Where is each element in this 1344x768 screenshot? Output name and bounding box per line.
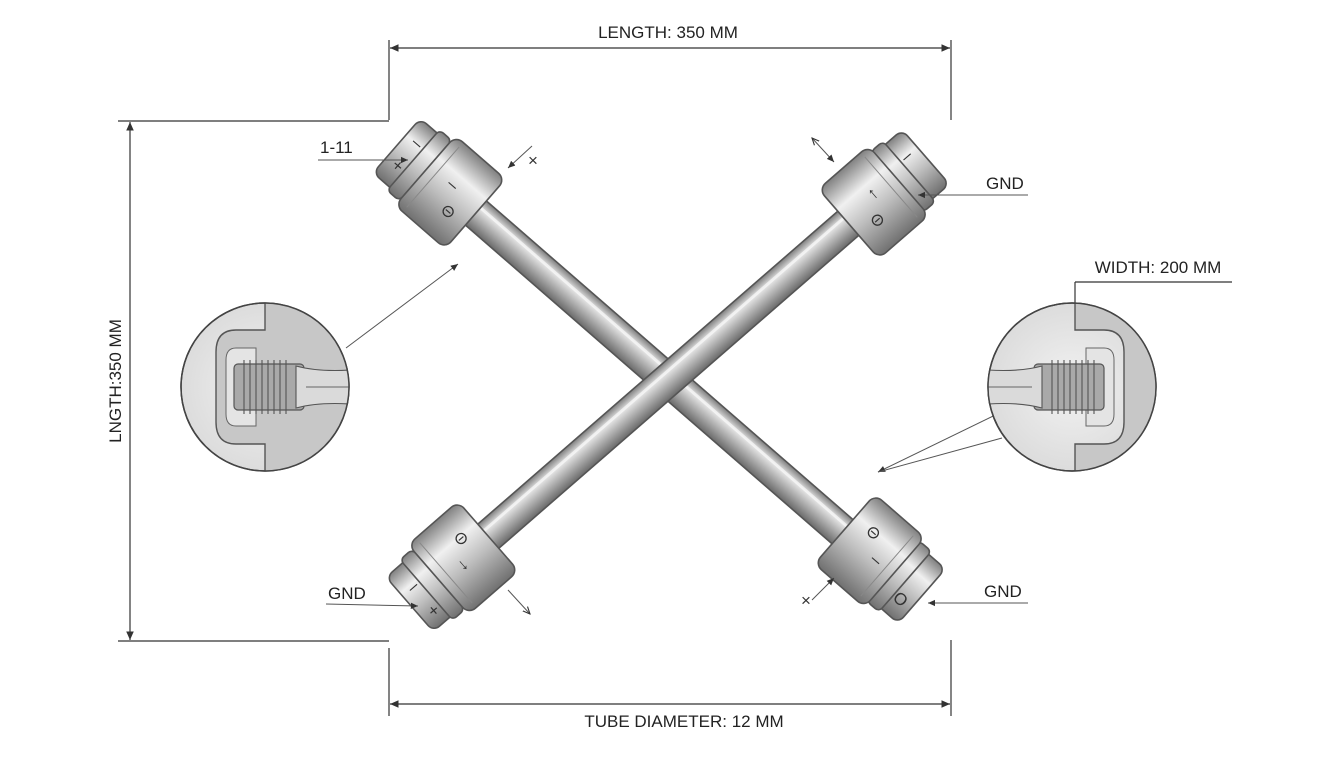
top-dimension: LENGTH: 350 MM bbox=[388, 23, 952, 120]
callout-label: GND bbox=[984, 582, 1022, 601]
screw-icon bbox=[871, 214, 884, 226]
collar bbox=[398, 138, 503, 246]
side-mark: × bbox=[801, 591, 811, 610]
detail-view-right bbox=[877, 302, 1157, 473]
left-dimension-label: LNGTH:350 MM bbox=[106, 319, 125, 443]
callout-top-right: GND bbox=[812, 138, 1028, 199]
top-dimension-label: LENGTH: 350 MM bbox=[598, 23, 738, 42]
left-dimension: LNGTH:350 MM bbox=[106, 120, 389, 642]
right-dimension: WIDTH: 200 MM bbox=[1074, 258, 1232, 305]
bottom-dimension-label: TUBE DIAMETER: 12 MM bbox=[584, 712, 783, 731]
screw-icon bbox=[442, 205, 454, 218]
thread-detail bbox=[1051, 360, 1095, 414]
callout-top-left: 1-11 × bbox=[318, 138, 538, 170]
connector-bottom-left: + – ↓ bbox=[388, 504, 516, 630]
callout-label: 1-11 bbox=[320, 138, 353, 157]
screw-icon bbox=[867, 527, 880, 539]
callout-bottom-left: GND bbox=[325, 584, 530, 614]
collar bbox=[817, 497, 922, 605]
callout-label: GND bbox=[986, 174, 1024, 193]
side-mark: × bbox=[528, 151, 538, 170]
right-dimension-label: WIDTH: 200 MM bbox=[1095, 258, 1222, 277]
bottom-dimension: TUBE DIAMETER: 12 MM bbox=[388, 640, 952, 731]
callout-bottom-right: GND × bbox=[801, 577, 1028, 610]
connector-bottom-right: O – bbox=[817, 497, 943, 621]
callout-label: GND bbox=[328, 584, 366, 603]
detail-view-left bbox=[180, 263, 459, 472]
collar bbox=[411, 504, 516, 612]
connector-top-left: + – – bbox=[375, 120, 503, 246]
thread-detail bbox=[243, 360, 287, 414]
screw-icon bbox=[455, 532, 467, 545]
collar bbox=[821, 148, 926, 256]
